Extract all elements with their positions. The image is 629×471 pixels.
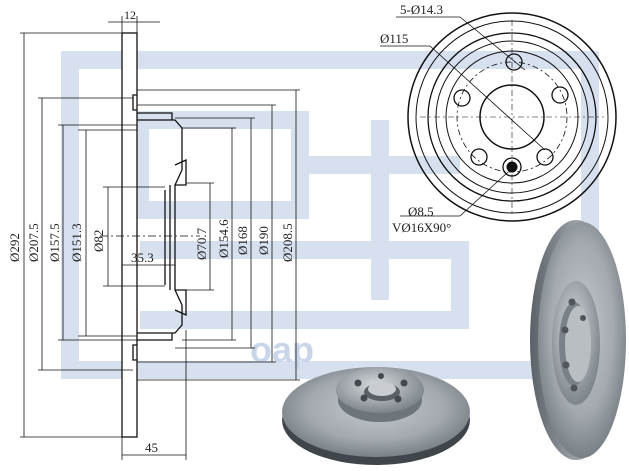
- countersink-label: VØ16X90°: [392, 220, 451, 235]
- dim-157: Ø157.5: [47, 223, 62, 262]
- dim-208: Ø208.5: [280, 223, 295, 262]
- dimension-lines-left: [20, 16, 187, 460]
- dim-height: 45: [145, 440, 158, 455]
- dim-thickness: 12: [124, 8, 136, 22]
- rotor-photo-standing: [530, 220, 626, 460]
- dim-151: Ø151.3: [69, 223, 84, 262]
- bolt-holes-label: 5-Ø14.3: [400, 2, 443, 17]
- dim-offset: 35.3: [131, 250, 154, 265]
- rotor-photo-flat: [282, 367, 470, 465]
- dim-190: Ø190: [256, 226, 271, 255]
- dim-207: Ø207.5: [26, 223, 41, 262]
- watermark: [61, 51, 599, 379]
- watermark-brand: oap: [250, 329, 314, 370]
- pcd-label: Ø115: [380, 31, 408, 46]
- front-view: [380, 12, 617, 222]
- dim-82: Ø82: [91, 230, 106, 252]
- dim-70: Ø70.7: [194, 227, 209, 260]
- dim-outer-diameter: Ø292: [7, 233, 22, 262]
- dim-154: Ø154.6: [216, 219, 231, 258]
- small-hole-label: Ø8.5: [408, 204, 434, 219]
- dim-168: Ø168: [235, 226, 250, 255]
- dimension-lines-right: [137, 89, 300, 381]
